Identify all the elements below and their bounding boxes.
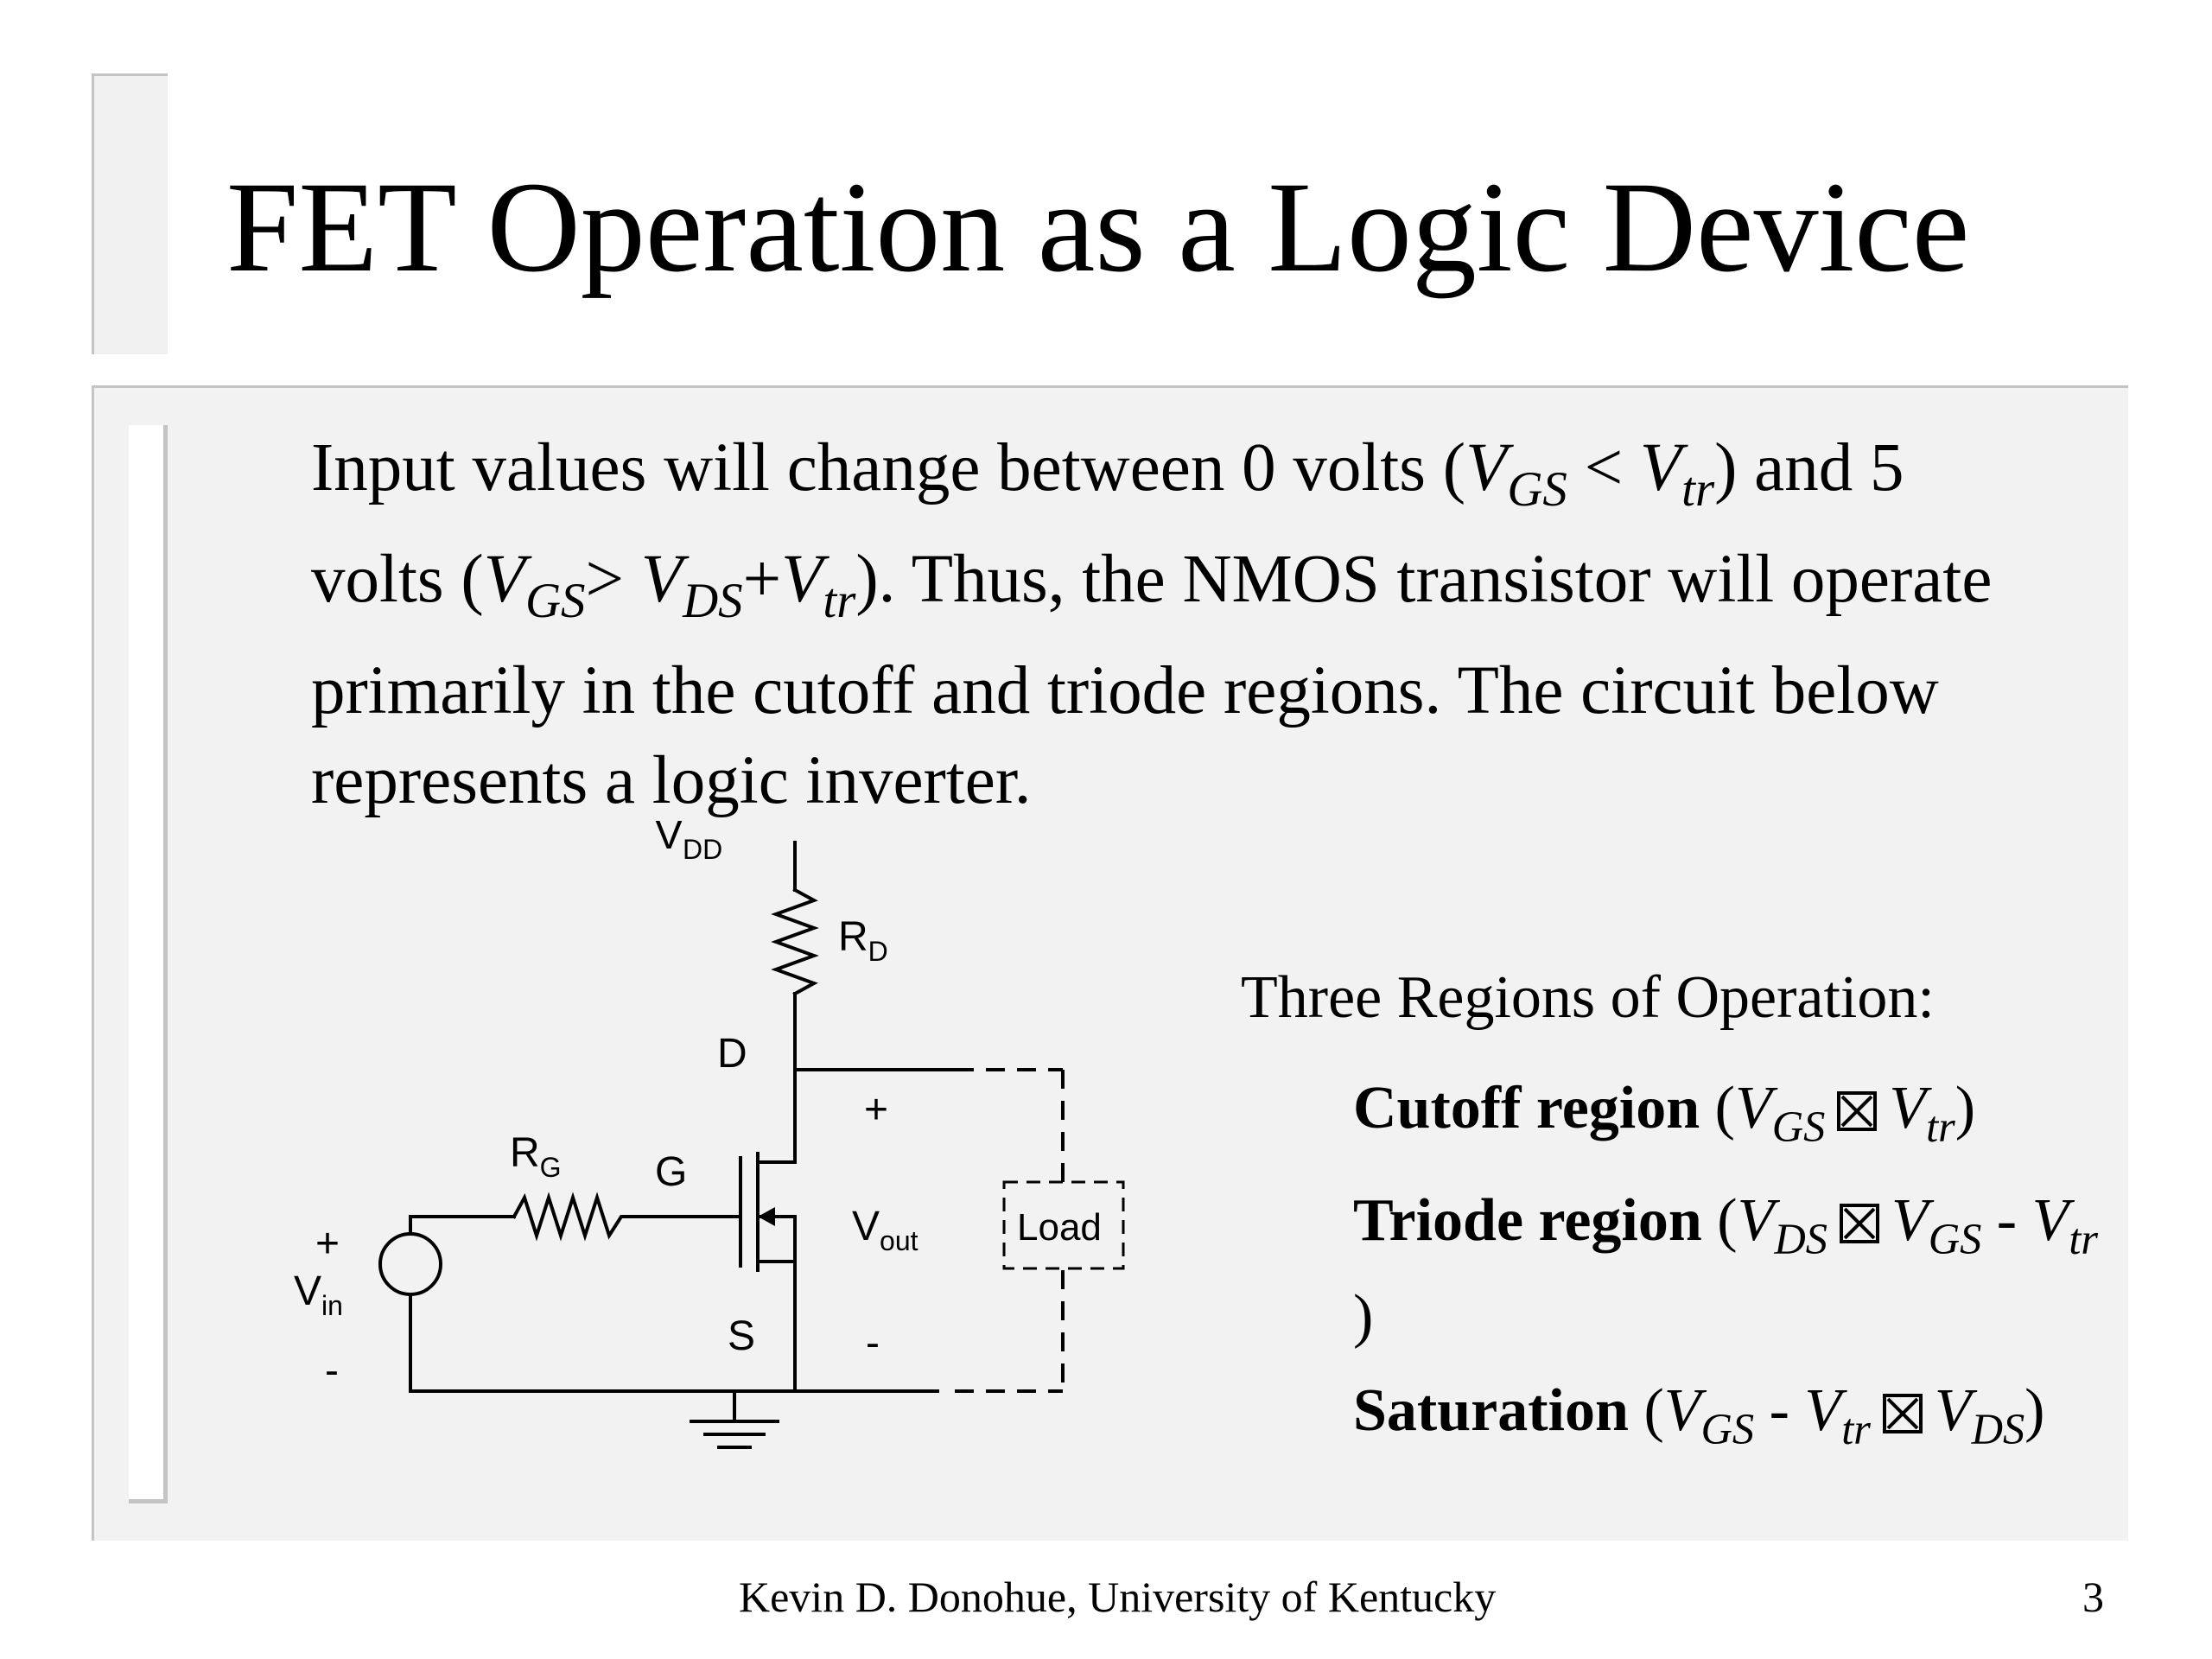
fet-body-arrow [758, 1207, 775, 1226]
inverter-circuit-diagram: VDD RD D + RG G Vout Load + Vin S - - [294, 821, 1125, 1449]
vdd-label: VDD [655, 821, 722, 865]
vout-minus-label: - [866, 1320, 880, 1366]
relation-symbol-icon [1837, 1090, 1878, 1131]
rd-label: RD [838, 914, 888, 967]
page-number: 3 [2082, 1573, 2104, 1621]
rg-label: RG [510, 1130, 562, 1183]
load-label: Load [1017, 1206, 1102, 1249]
gate-label: G [655, 1149, 687, 1195]
drain-resistor [771, 887, 819, 996]
gate-resistor [512, 1192, 628, 1242]
drain-label: D [717, 1031, 747, 1077]
content-panel [92, 385, 2128, 1541]
intro-paragraph: Input values will change between 0 volts… [311, 430, 1993, 819]
vin-label: Vin [294, 1268, 343, 1321]
regions-block: Three Regions of Operation: Cutoff regio… [1241, 959, 2098, 1453]
load-box [1002, 1180, 1125, 1270]
source-label: S [728, 1313, 755, 1359]
content-accent-strip [129, 425, 168, 1503]
footer-author: Kevin D. Donohue, University of Kentucky [739, 1573, 1497, 1621]
input-voltage-source [378, 1232, 442, 1296]
slide-title: FET Operation as a Logic Device [226, 156, 1970, 299]
regions-heading: Three Regions of Operation: [1241, 964, 1935, 1031]
relation-symbol-icon [1839, 1203, 1879, 1243]
vin-minus-label: - [325, 1348, 339, 1394]
title-accent-bar [92, 73, 168, 354]
vout-plus-label: + [864, 1087, 888, 1133]
relation-symbol-icon [1882, 1393, 1923, 1433]
vin-plus-label: + [315, 1221, 340, 1267]
vout-label: Vout [852, 1204, 918, 1256]
